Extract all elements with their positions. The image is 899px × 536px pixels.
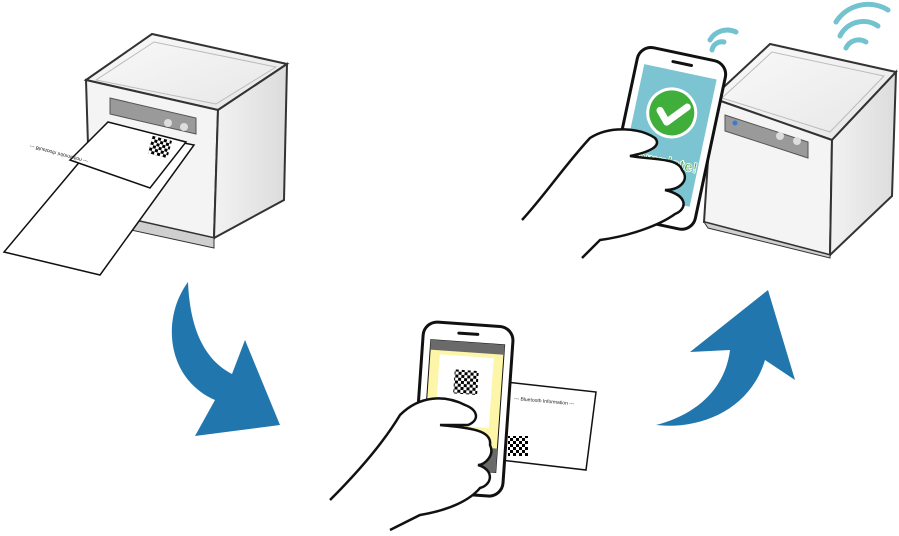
qr-code-icon <box>508 436 528 456</box>
checkmark-icon <box>646 87 698 139</box>
printer-icon <box>702 42 898 259</box>
scan-receipt: --- Bluetooth Information --- <box>499 381 597 471</box>
qr-code-icon <box>148 135 172 159</box>
arrow-up-icon <box>656 290 795 426</box>
qr-code-icon <box>453 369 479 396</box>
hand-icon <box>329 397 493 532</box>
arrow-down-icon <box>171 282 280 436</box>
wifi-waves-icon <box>707 1 891 53</box>
receipt-text: --- Bluetooth Information --- <box>514 396 575 407</box>
hand-icon <box>521 128 687 259</box>
